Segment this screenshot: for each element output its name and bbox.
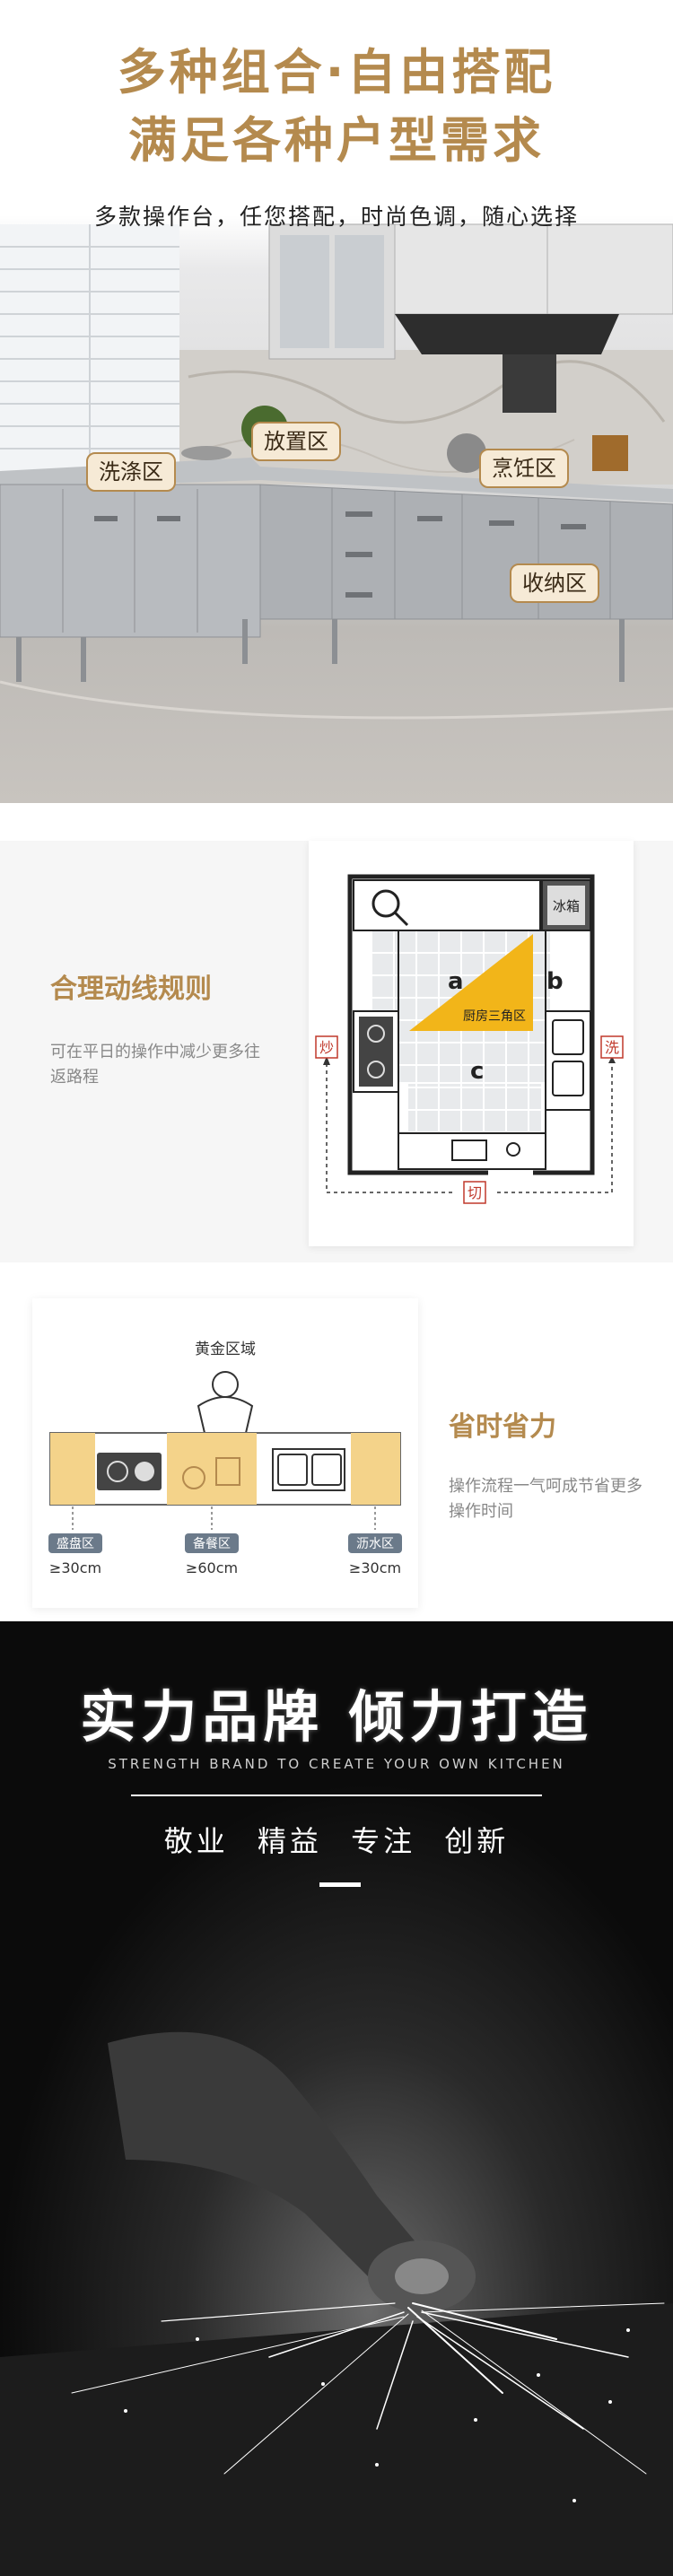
zone-name-3: 沥水区	[356, 1537, 394, 1551]
zone-name-1: 盛盘区	[57, 1536, 94, 1551]
floor-plan-diagram: 冰箱 厨房三角区 a b c	[315, 874, 624, 1204]
timesave-title: 省时省力	[449, 1411, 556, 1443]
kitchen-photo	[0, 223, 673, 720]
timesave-section: 黄金区域	[0, 1298, 673, 1608]
wash-label: 洗	[605, 1039, 619, 1056]
label-a: a	[448, 968, 464, 995]
zone-tag-store: 收纳区	[510, 563, 599, 603]
brand-section: 实力品牌 倾力打造 STRENGTH BRAND TO CREATE YOUR …	[0, 1621, 673, 2576]
zone-size-2: ≥60cm	[186, 1559, 238, 1576]
zone-size-1: ≥30cm	[49, 1559, 101, 1576]
zone-tag-place: 放置区	[251, 422, 341, 461]
zone-size-3: ≥30cm	[349, 1559, 401, 1576]
zone-tag-wash: 洗涤区	[86, 452, 176, 492]
triangle-label: 厨房三角区	[463, 1009, 526, 1024]
floor-plan-card: 冰箱 厨房三角区 a b c	[309, 841, 634, 1246]
grinder-sparks-photo	[0, 1621, 673, 2576]
cut-label: 切	[468, 1184, 482, 1201]
brand-subtitle-en: STRENGTH BRAND TO CREATE YOUR OWN KITCHE…	[108, 1756, 565, 1772]
hero-title-line1: 多种组合·自由搭配	[117, 44, 556, 100]
fry-label: 炒	[319, 1039, 334, 1056]
zone-tag-cook: 烹饪区	[479, 449, 569, 488]
hero-section: 多种组合·自由搭配 满足各种户型需求 多款操作台，任您搭配，时尚色调，随心选择 …	[0, 0, 673, 803]
golden-zone-diagram: 黄金区域	[48, 1340, 402, 1576]
zone-name-2: 备餐区	[193, 1536, 231, 1551]
golden-zone-card: 黄金区域	[32, 1298, 418, 1608]
route-description: 可在平日的操作中减少更多往返路程	[50, 1043, 260, 1087]
brand-divider	[131, 1794, 542, 1796]
brand-dash	[319, 1882, 361, 1887]
timesave-description: 操作流程一气呵成节省更多操作时间	[449, 1477, 642, 1521]
golden-zone-label: 黄金区域	[195, 1340, 256, 1358]
hero-title-line2: 满足各种户型需求	[128, 112, 545, 169]
label-b: b	[546, 968, 564, 995]
route-title: 合理动线规则	[50, 974, 212, 1005]
brand-values: 敬业 精益 专注 创新	[163, 1824, 510, 1858]
route-section: 合理动线规则 可在平日的操作中减少更多往返路程	[0, 841, 673, 1262]
hero-subtitle: 多款操作台，任您搭配，时尚色调，随心选择	[93, 204, 579, 230]
fridge-label: 冰箱	[553, 898, 580, 914]
label-c: c	[470, 1058, 484, 1085]
brand-title: 实力品牌 倾力打造	[80, 1684, 593, 1750]
